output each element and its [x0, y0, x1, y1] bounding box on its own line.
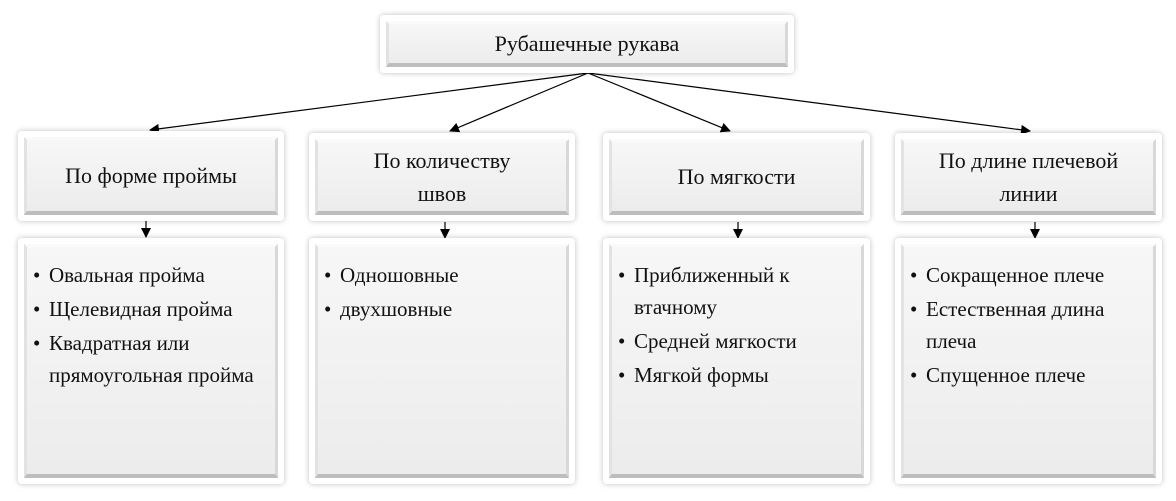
root-node: Рубашечные рукава: [380, 15, 794, 73]
category-label: По форме проймы: [65, 163, 237, 188]
category-node-4: По длине плечевой линии: [895, 133, 1162, 221]
list-item: двухшовные: [324, 293, 459, 325]
arrow-root-to-cat1: [149, 72, 589, 134]
category-node-2: По количеству швов: [309, 133, 575, 221]
list-item: Средней мягкости: [618, 325, 855, 357]
category-node-1: По форме проймы: [18, 131, 284, 221]
category-label: По длине плечевой линии: [938, 147, 1119, 206]
list-item: Приближенный к втачному: [618, 259, 855, 323]
arrow-root-to-cat4: [587, 72, 1031, 135]
list-item: Сокращенное плече: [910, 259, 1147, 291]
category-label: По количеству швов: [373, 147, 511, 206]
category-label: По мягкости: [677, 164, 796, 189]
list-item: Щелевидная пройма: [33, 293, 269, 325]
list-item: Овальная пройма: [33, 259, 269, 291]
list-item: Спущенное плече: [910, 359, 1147, 391]
list-item: Мягкой формы: [618, 359, 855, 391]
items-list-3: Приближенный к втачному Средней мягкости…: [603, 238, 870, 484]
items-list-2: Одношовные двухшовные: [309, 238, 575, 484]
arrow-root-to-cat3: [587, 72, 731, 133]
items-list-4: Сокращенное плече Естественная длина пле…: [895, 238, 1162, 484]
list-item: Квадратная или прямоугольная пройма: [33, 327, 269, 391]
root-label: Рубашечные рукава: [494, 31, 680, 56]
items-list-1: Овальная пройма Щелевидная пройма Квадра…: [18, 238, 284, 484]
arrow-root-to-cat2: [449, 72, 589, 133]
list-item: Одношовные: [324, 259, 459, 291]
list-item: Естественная длина плеча: [910, 293, 1147, 357]
category-node-3: По мягкости: [603, 133, 870, 221]
